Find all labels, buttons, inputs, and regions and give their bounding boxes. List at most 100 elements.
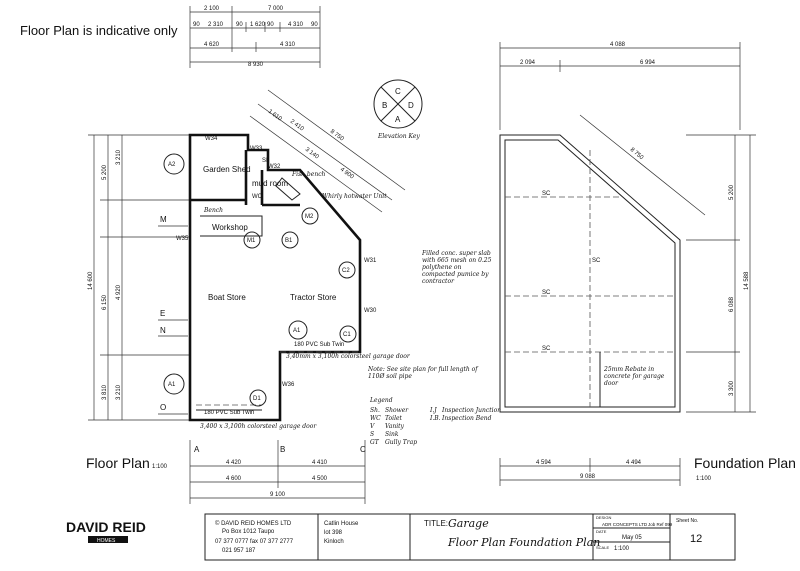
dim-r2-1: 2 310	[208, 22, 224, 28]
legend-1-b: Toilet	[385, 415, 403, 422]
tb-title-label: TITLE:	[424, 519, 448, 528]
fdn-sc-3: SC	[592, 258, 601, 264]
fdn-rebate-wrap: 25mm Rebate in concrete for garage door	[604, 366, 664, 387]
bottom-dimensions: 4 420 4 410 4 600 4 500 9 100	[189, 440, 366, 504]
tb-phone: 07 377 0777 fax 07 377 2777	[215, 539, 294, 545]
company-logo: DAVID REID HOMES	[66, 519, 146, 544]
tb-client-2: Kinloch	[324, 539, 344, 545]
legend-4-b: Gully Trap	[385, 439, 417, 446]
legend-0-d: Inspection Junction	[441, 407, 501, 414]
tb-sheet-value: 12	[690, 533, 702, 545]
label-sh: Sh	[262, 158, 269, 164]
bot-dim-1: 4 410	[312, 460, 328, 466]
note-fill: Filled conc. super slab with 665 mesh on…	[422, 250, 492, 285]
disclaimer: Floor Plan is indicative only	[20, 23, 178, 38]
label-pvc-1: 180 PVC Sub Twin	[294, 342, 344, 348]
legend-title: Legend	[369, 397, 393, 404]
title-block: © DAVID REID HOMES LTD Po Box 1012 Taupo…	[204, 513, 736, 561]
tb-scale-value: 1:100	[614, 546, 630, 552]
tb-scale-label: SCALE	[596, 545, 609, 550]
fdn-sc-2: SC	[542, 346, 551, 352]
fdn-bot-total: 9 088	[580, 474, 596, 480]
tb-title-line-1: Floor Plan Foundation Plan	[447, 536, 600, 549]
window-w33: W33	[250, 146, 263, 152]
marker-c: C	[360, 445, 366, 454]
notes: Filled conc. super slab with 665 mesh on…	[368, 250, 501, 446]
tb-copyright: © DAVID REID HOMES LTD	[215, 520, 292, 527]
fdn-sc-0: SC	[542, 191, 551, 197]
tb-date-value: May 05	[622, 535, 642, 541]
logo-text: DAVID REID	[66, 519, 146, 535]
dim-r2-4: 90	[267, 22, 274, 28]
note-soil-pipe: Note: See site plan for full length of 1…	[368, 366, 478, 380]
dim-r2-2: 90	[236, 22, 243, 28]
top-dimensions: 2 100 7 000 90 2 310 90 1 620 90 4 310 9…	[189, 6, 321, 68]
legend-1-c: I.B.	[429, 415, 441, 422]
window-w32: W32	[268, 164, 281, 170]
legend-0-c: I.J	[429, 407, 437, 414]
key-a: A	[395, 115, 401, 124]
diag-dim-4: 1 610	[267, 109, 283, 123]
legend-0-a: Sh.	[370, 407, 380, 414]
foundation-plan-title: Foundation Plan	[694, 455, 796, 471]
room-garden-shed: Garden Shed	[203, 165, 251, 174]
marker-b: B	[280, 445, 285, 454]
left-dimensions: 14 600 5 200 6 150 3 210 4 920 3 810 3 2…	[88, 134, 190, 421]
bot-dim-0: 4 420	[226, 460, 242, 466]
left-dim-1: 5 200	[102, 164, 108, 180]
floor-plan-scale: 1:100	[152, 464, 168, 470]
foundation-plan: 4 088 2 094 6 994 SC SC SC SC 8 750 5 20…	[499, 42, 796, 486]
legend-0-b: Shower	[385, 407, 409, 414]
bot-dim-2: 4 600	[226, 476, 242, 482]
key-c: C	[395, 87, 401, 96]
label-hot-water: Whirly hotwater Unit	[322, 193, 387, 200]
label-garage-door-2: 3,400 x 3,100h colorsteel garage door	[200, 423, 317, 430]
window-w30: W30	[364, 308, 377, 314]
window-w34: W34	[205, 136, 218, 142]
room-mud-room: mud room	[252, 179, 288, 188]
key-b: B	[382, 101, 387, 110]
key-d: D	[408, 101, 414, 110]
legend-3-a: S	[370, 431, 374, 438]
left-dim-2: 6 150	[102, 294, 108, 310]
tag-a1-outer: A1	[168, 382, 176, 388]
dim-r2-3: 1 620	[250, 22, 266, 28]
tb-design-label: DESIGN	[596, 515, 611, 520]
fdn-bot-0: 4 594	[536, 460, 552, 466]
dim-r2-5: 4 310	[288, 22, 304, 28]
tag-c2: C2	[342, 268, 350, 274]
left-dim-6: 3 210	[116, 384, 122, 400]
tb-design-value: ADR CONCEPTS LTD	[602, 522, 648, 527]
tb-mobile: 021 957 187	[222, 548, 256, 554]
tb-job-ref: Job Ref 099	[648, 522, 673, 527]
dim-r2-0: 90	[193, 22, 200, 28]
foundation-plan-scale: 1:100	[696, 476, 712, 482]
fdn-sc-1: SC	[542, 290, 551, 296]
dim-r3-0: 4 620	[204, 42, 220, 48]
label-fish-bench: Fish bench	[291, 171, 326, 178]
dim-top-2: 7 000	[268, 6, 284, 12]
diag-dim-2: 3 140	[304, 147, 320, 161]
window-w31: W31	[364, 258, 377, 264]
room-tractor-store: Tractor Store	[290, 293, 337, 302]
dim-top-total: 8 930	[248, 62, 264, 68]
logo-sub: HOMES	[97, 538, 116, 544]
left-dim-5: 3 810	[102, 384, 108, 400]
tb-date-label: DATE	[596, 529, 607, 534]
fdn-top-total: 4 088	[610, 42, 626, 48]
tag-b1: B1	[285, 238, 293, 244]
circle-tags: M1 M2 B1 C2 A1 C1 D1 A2 A1	[163, 153, 357, 407]
marker-o: O	[160, 403, 166, 412]
tb-client-0: Catlin House	[324, 521, 359, 527]
fdn-right-1: 14 588	[744, 271, 750, 290]
fdn-right-3: 3 300	[729, 380, 735, 396]
left-dim-4: 4 920	[116, 284, 122, 300]
dim-r2-6: 90	[311, 22, 318, 28]
dim-r3-1: 4 310	[280, 42, 296, 48]
marker-m: M	[160, 215, 167, 224]
tag-m2: M2	[305, 214, 314, 220]
diag-dim-5: 4 900	[339, 167, 355, 181]
tb-title-line-0: Garage	[448, 517, 489, 530]
legend-4-a: GT	[370, 439, 380, 446]
tag-a1-inner: A1	[293, 328, 301, 334]
